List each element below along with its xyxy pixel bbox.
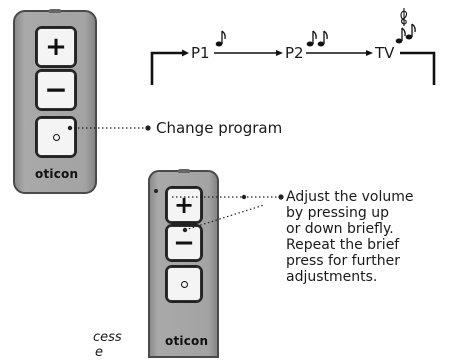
- volume-up-button[interactable]: +: [165, 186, 203, 224]
- cut-off-text: cess e: [93, 330, 122, 360]
- program-dot-icon: [180, 280, 188, 288]
- flow-step-tv: TV: [375, 44, 395, 62]
- brand-logo: oticon: [35, 167, 79, 181]
- plus-icon: +: [45, 32, 67, 62]
- flow-step-p2: P2: [285, 44, 304, 62]
- program-dot-icon: [52, 133, 60, 141]
- music-notes-with-clef-icon: [395, 8, 416, 44]
- remote-notch: [178, 169, 190, 173]
- double-music-note-icon: [306, 30, 328, 47]
- flow-step-p1: P1: [191, 44, 210, 62]
- program-button[interactable]: [165, 265, 203, 303]
- music-note-icon: [215, 30, 226, 47]
- remote-notch: [49, 9, 61, 13]
- program-button[interactable]: [35, 116, 77, 158]
- minus-icon: −: [173, 228, 195, 258]
- remote-control-bottom: + − oticon: [148, 169, 219, 358]
- volume-down-button[interactable]: −: [35, 69, 77, 111]
- remote-control-top: + − oticon: [13, 9, 97, 194]
- minus-icon: −: [44, 73, 68, 106]
- volume-up-button[interactable]: +: [35, 26, 77, 68]
- brand-logo: oticon: [165, 334, 209, 348]
- volume-instructions: Adjust the volume by pressing up or down…: [286, 189, 414, 285]
- change-program-label: Change program: [156, 119, 283, 137]
- plus-icon: +: [173, 191, 195, 219]
